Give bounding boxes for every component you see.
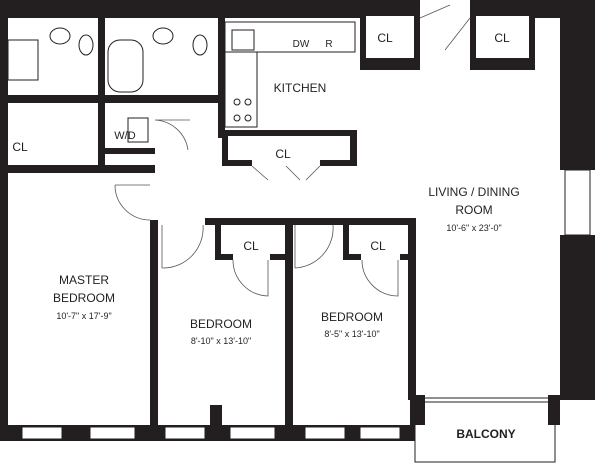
- living-room-label: ROOM: [455, 203, 492, 217]
- dishwasher-label: DW: [293, 39, 310, 50]
- door-swing: [361, 259, 399, 297]
- balcony: [414, 397, 556, 463]
- kitchen-closet-wall: [222, 160, 252, 166]
- kitchen-closet-wall: [320, 160, 357, 166]
- door-swing: [294, 224, 334, 269]
- bath-divider: [98, 18, 105, 98]
- kitchen-closet-wall: [350, 130, 357, 166]
- master-bedroom-label: BEDROOM: [53, 291, 115, 305]
- balcony-wall: [410, 395, 425, 425]
- closet-label: CL: [494, 31, 510, 45]
- column: [210, 405, 222, 425]
- bedroom-dims: 8'-10" x 13'-10": [191, 336, 251, 346]
- kitchen-closet-wall: [222, 136, 228, 166]
- closet-doors: [251, 165, 321, 181]
- window: [89, 426, 136, 440]
- closet-wall: [215, 254, 233, 260]
- wd-wall: [105, 148, 155, 154]
- west-wall: [0, 0, 8, 440]
- washer-dryer-label: W/D: [114, 130, 135, 142]
- closet-label: CL: [243, 239, 259, 253]
- closet-divider: [98, 103, 105, 173]
- window: [21, 426, 63, 440]
- closet-wall: [215, 222, 221, 260]
- bedroom-north-wall: [205, 218, 415, 225]
- living-west-wall: [408, 218, 416, 400]
- window: [304, 426, 346, 440]
- closet-interior: [476, 16, 529, 58]
- master-bedroom-dims: 10'-7" x 17'-9": [56, 311, 111, 321]
- burner: [244, 114, 252, 122]
- master-bedroom-label: MASTER: [59, 273, 109, 287]
- window: [164, 426, 206, 440]
- living-room-dims: 10'-6" x 23'-0": [446, 223, 501, 233]
- kitchen-counter: [224, 51, 258, 128]
- balcony-label: BALCONY: [456, 427, 515, 441]
- closet-wall: [343, 222, 349, 260]
- east-wall: [560, 0, 595, 170]
- kitchen-sink: [231, 29, 255, 51]
- door-swing: [232, 259, 269, 297]
- entry-door: [419, 4, 471, 51]
- bath-wall: [0, 95, 225, 103]
- closet-interior: [366, 16, 414, 58]
- shower: [7, 39, 39, 81]
- entry-door-opening: [420, 0, 470, 18]
- door-swing: [114, 184, 151, 221]
- washer-dryer: [127, 117, 149, 143]
- kitchen-closet-wall: [222, 130, 357, 136]
- sink: [49, 27, 71, 45]
- closet-wall: [0, 165, 155, 173]
- refrigerator-label: R: [325, 39, 332, 50]
- bedroom-label: BEDROOM: [321, 310, 383, 324]
- kitchen-west-wall: [218, 18, 225, 138]
- burner: [244, 98, 252, 106]
- window: [359, 426, 401, 440]
- east-wall-lower: [560, 235, 595, 400]
- bedroom-dims: 8'-5" x 13'-10": [324, 329, 379, 339]
- toilet: [78, 34, 94, 56]
- living-room-label: LIVING / DINING: [428, 185, 519, 199]
- balcony-wall: [548, 395, 560, 425]
- kitchen-counter: [224, 21, 356, 53]
- closet-wall: [270, 254, 287, 260]
- bedroom-divider: [285, 218, 293, 425]
- door-swing: [161, 224, 204, 269]
- closet-wall: [400, 254, 410, 260]
- closet-wall: [343, 254, 361, 260]
- door-swing: [154, 119, 190, 151]
- closet-label: CL: [370, 239, 386, 253]
- east-window: [564, 169, 591, 236]
- toilet: [192, 34, 208, 56]
- kitchen-label: KITCHEN: [274, 81, 327, 95]
- burner: [233, 114, 241, 122]
- bedroom-label: BEDROOM: [190, 317, 252, 331]
- closet-label: CL: [275, 147, 291, 161]
- closet-label: CL: [377, 31, 393, 45]
- bathtub: [107, 39, 144, 93]
- closet-label: CL: [12, 140, 28, 154]
- sink: [152, 27, 174, 45]
- burner: [233, 98, 241, 106]
- window: [229, 426, 276, 440]
- master-east-wall: [150, 220, 158, 425]
